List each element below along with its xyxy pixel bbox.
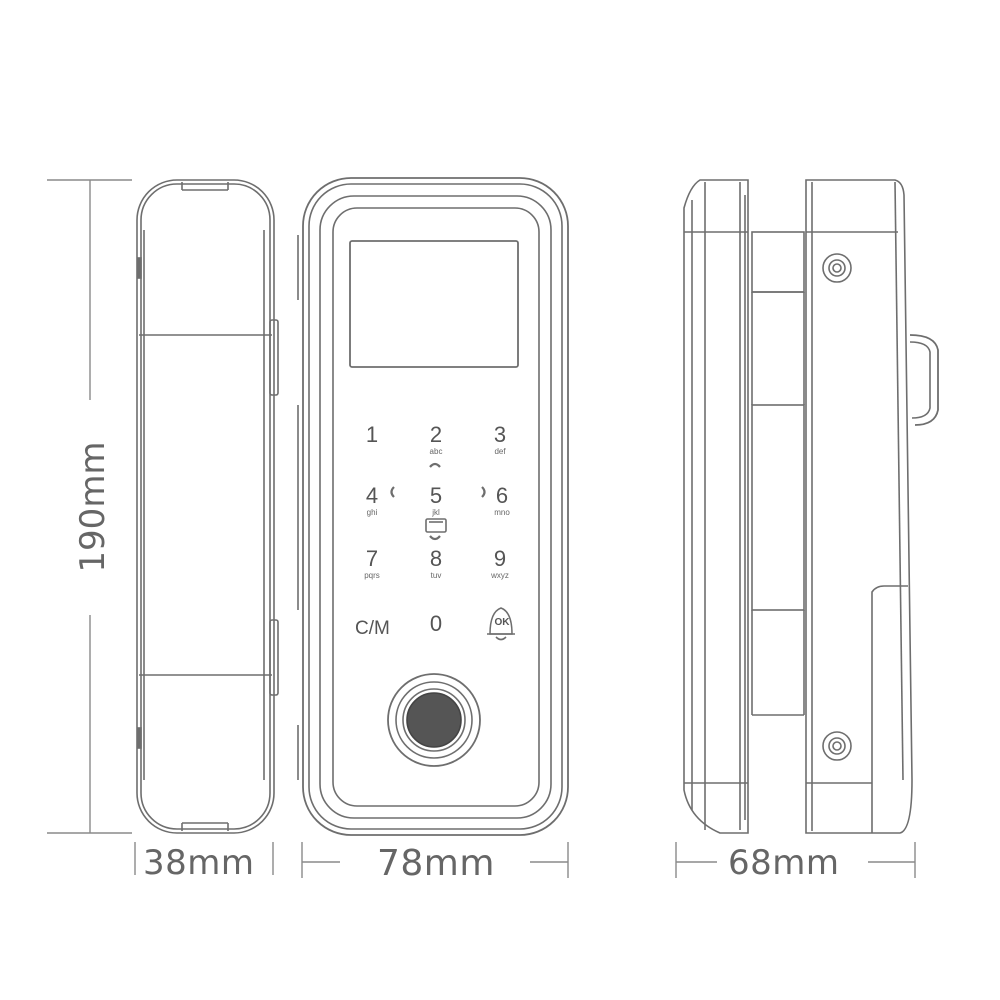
side-view xyxy=(136,179,279,834)
height-dimension-label: 190mm xyxy=(73,441,113,573)
front-view xyxy=(297,177,569,836)
depth-dimension-label: 68mm xyxy=(728,843,840,883)
handle-loop xyxy=(909,334,939,426)
fingerprint-sensor-icon xyxy=(387,673,481,767)
bell-ok-icon xyxy=(487,607,515,641)
dimension-lines xyxy=(47,179,916,878)
screw-icon xyxy=(822,731,852,761)
chevron-up-icon xyxy=(429,462,441,468)
chevron-left-icon xyxy=(390,486,395,498)
card-reader-icon xyxy=(425,518,447,533)
display-screen xyxy=(349,240,519,368)
screw-icon xyxy=(822,253,852,283)
key-ok-bell[interactable]: OK xyxy=(494,617,510,628)
key-1[interactable]: 1 xyxy=(365,422,379,447)
depth-view xyxy=(683,179,939,834)
side-width-dimension-label: 38mm xyxy=(143,843,255,883)
front-width-dimension-label: 78mm xyxy=(377,843,495,884)
key-0[interactable]: 0 xyxy=(429,611,443,636)
chevron-down-icon xyxy=(429,535,441,541)
key-clear-menu[interactable]: C/M xyxy=(355,618,390,639)
chevron-right-icon xyxy=(481,486,486,498)
